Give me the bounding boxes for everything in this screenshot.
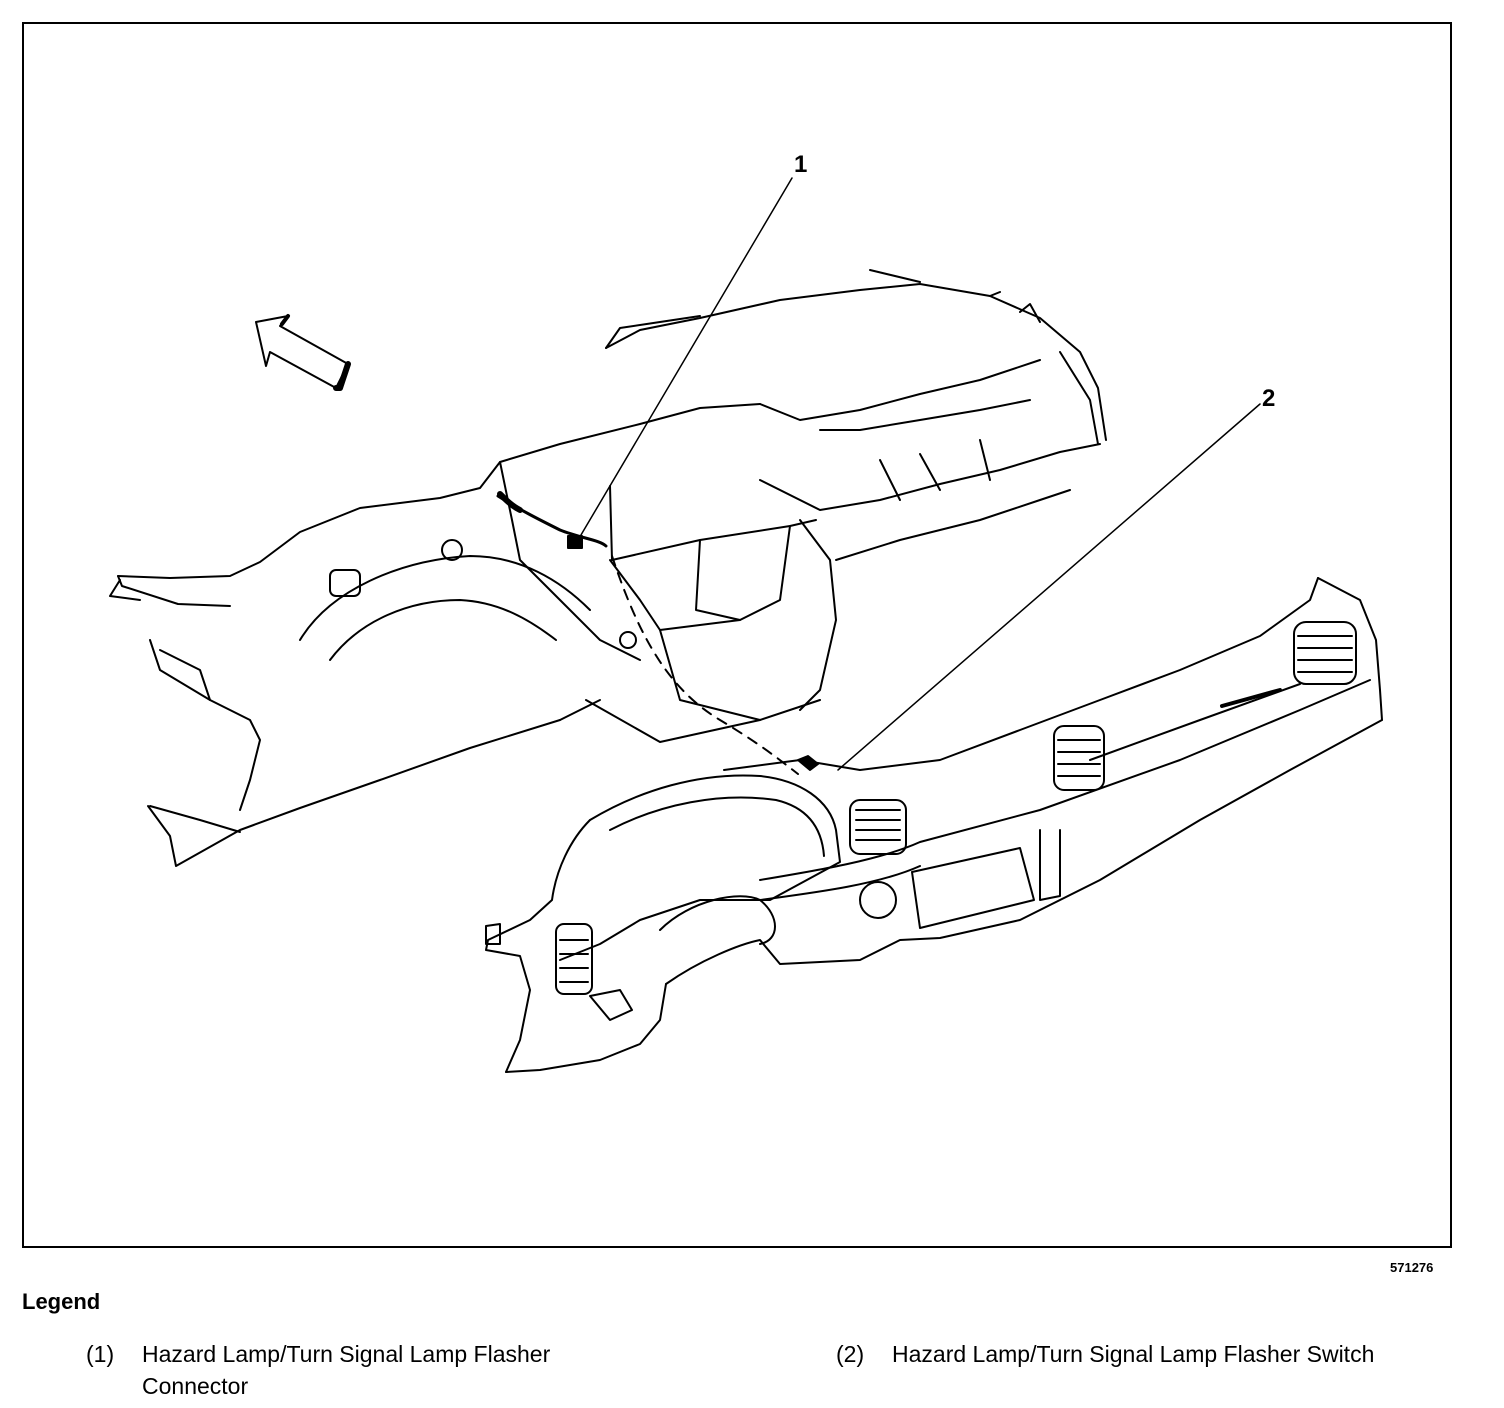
instrument-panel-trim <box>485 577 1383 1073</box>
alignment-dash <box>611 555 799 775</box>
legend-item-text: Hazard Lamp/Turn Signal Lamp Flasher Swi… <box>892 1341 1375 1367</box>
callout-1-label: 1 <box>794 151 807 178</box>
figure-id: 571276 <box>1390 1260 1434 1275</box>
instrument-panel-carrier <box>109 269 1107 867</box>
legend-item-text: Hazard Lamp/Turn Signal Lamp Flasher Con… <box>142 1341 551 1399</box>
legend-heading: Legend <box>22 1289 101 1314</box>
front-arrow-icon <box>255 314 351 391</box>
legend-item-number: (2) <box>836 1341 865 1367</box>
callout-1-leader <box>577 177 793 541</box>
legend-item: (2) Hazard Lamp/Turn Signal Lamp Flasher… <box>836 1338 1412 1370</box>
legend-item: (1) Hazard Lamp/Turn Signal Lamp Flasher… <box>86 1338 662 1402</box>
diagram-frame <box>22 22 1452 1248</box>
callout-2-label: 2 <box>1262 385 1275 412</box>
callout-2-leader <box>837 403 1261 771</box>
legend-item-number: (1) <box>86 1341 115 1367</box>
